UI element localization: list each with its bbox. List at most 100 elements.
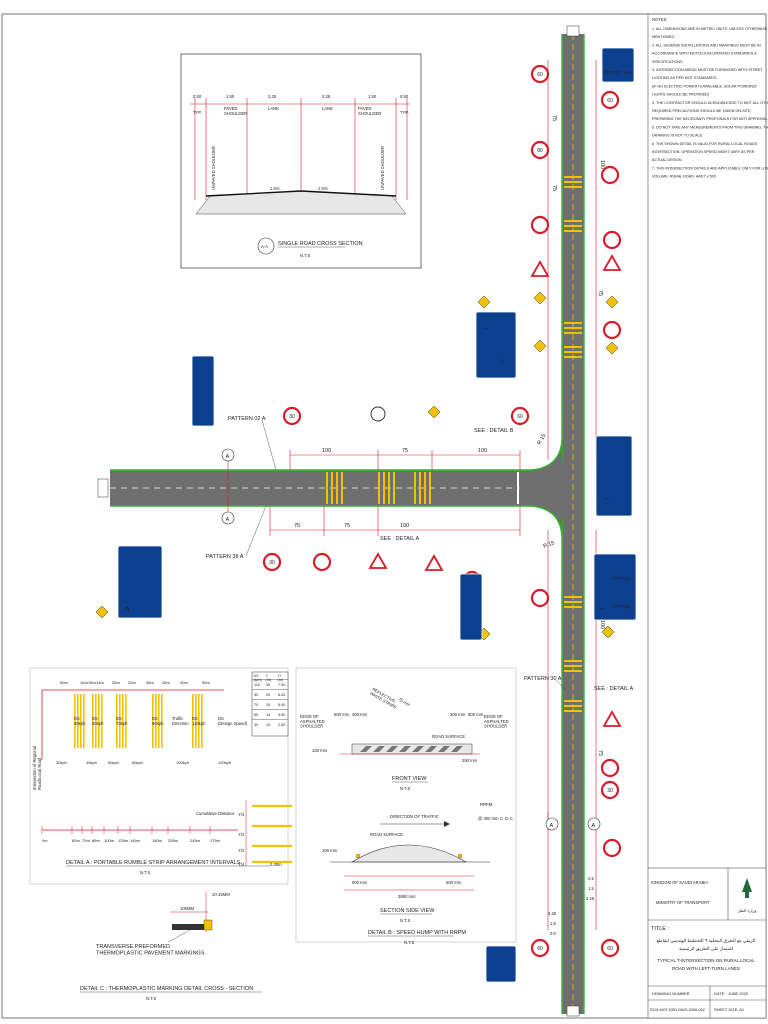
rumble-strip xyxy=(125,694,127,748)
direction-sign-icon xyxy=(370,406,386,422)
vert-75a: 75 xyxy=(551,115,557,121)
vert-75b: 75 xyxy=(551,185,557,191)
dim-3850: 3850 mm xyxy=(398,894,416,899)
hump-stripe xyxy=(360,746,372,752)
distance-label: 20m xyxy=(128,680,136,685)
diamond-warning-icon xyxy=(601,625,615,639)
rumble-strip xyxy=(161,694,163,748)
speed-limit-sign-icon xyxy=(602,320,622,340)
table-header: Y(m) xyxy=(266,674,271,682)
no-overtaking-sign-icon xyxy=(530,588,550,608)
detail-a-strip-pattern xyxy=(252,804,292,864)
speed-label: 100kph xyxy=(176,760,189,765)
table-cell: 3.50 xyxy=(278,713,285,717)
distance-label: 35m xyxy=(146,680,154,685)
notes-list: 1. ALL DIMENSIONS ARE IN METRIC UNITS, U… xyxy=(652,27,768,179)
speed-label: 120kph xyxy=(218,760,231,765)
rumble-strip xyxy=(98,694,100,748)
speed-limit-sign-icon xyxy=(530,64,550,84)
table-cell: 30 xyxy=(266,683,270,687)
notes-panel: NOTES 1. ALL DIMENSIONS ARE IN METRIC UN… xyxy=(647,14,768,868)
rumble-strip xyxy=(101,694,103,748)
warning-sign-icon xyxy=(424,554,444,571)
rumble-strip xyxy=(192,694,194,748)
no-overtaking-sign-icon xyxy=(312,552,332,572)
side-view-label: SECTION SIDE VIEW xyxy=(380,908,435,914)
speed-limit-sign-icon xyxy=(600,165,620,185)
guide-sign-south xyxy=(593,553,637,621)
ds-label: DS(Design Speed) xyxy=(218,716,248,726)
drawing-number: RCH-MOT-RSD-DWG-2006-052 xyxy=(650,1008,705,1012)
rumble-strip xyxy=(119,694,121,748)
speed-limit-sign-icon xyxy=(530,938,550,958)
vert-75d: 75 xyxy=(597,750,603,756)
rumble-strip xyxy=(80,694,82,748)
note-line: 4. THE CONTRACTOR SHOULD ACKNOWLEDGE TO … xyxy=(652,101,768,105)
speed-limit-sign-icon xyxy=(530,140,550,160)
ministry-logo: وزارة النقل xyxy=(734,874,760,913)
speed-label: 80kph xyxy=(132,760,143,765)
dim-100mm-side: 100 mm xyxy=(322,848,338,853)
dim-300-left: 300 mm xyxy=(352,712,368,717)
y-label-1: Y/4 xyxy=(238,812,245,817)
speed-limit-sign-icon xyxy=(510,406,530,426)
xs-unpaved-right: UNPAVED SHOULDER xyxy=(380,146,385,190)
detail-c-title: DETAIL C : THERMOPLASTIC MARKING DETAIL … xyxy=(80,986,253,992)
distance-label: 10m xyxy=(80,680,88,685)
cumulative-label: 275m xyxy=(210,838,221,843)
diamond-warning-icon xyxy=(605,341,619,355)
note-line: VOLUME- RURAL ROAD. AADT ≤ 500 xyxy=(652,175,716,179)
dim-600-left: 600 mm xyxy=(334,712,350,717)
note-line: ACCORDANCE WITH MUTCD-KSA UPDATED STANDA… xyxy=(652,52,757,56)
distance-label: 25m xyxy=(162,680,170,685)
pattern-02a: PATTERN 02 A xyxy=(228,416,266,422)
rumble-strip xyxy=(195,694,197,748)
rumble-strip xyxy=(155,694,157,748)
xs-pavement xyxy=(205,190,397,197)
table-header: DS(kph) xyxy=(254,674,262,682)
note-line: LIGHTING AS PER MOT STANDARDS xyxy=(652,76,717,80)
xs-slope-right: 1.5% xyxy=(318,186,328,191)
detail-b-scale: N.T.S xyxy=(404,940,414,945)
vert-75c: 75 xyxy=(597,290,603,296)
dim-75-top: 75 xyxy=(402,448,408,454)
distance-label: 16m xyxy=(88,680,96,685)
title-block: KINGDOM OF SAUDI ARABIA MINISTRY OF TRAN… xyxy=(647,867,767,1019)
sheet-size: SHEET SIZE: A1 xyxy=(714,1007,745,1012)
cumulative-label: 125m xyxy=(118,838,129,843)
direction-label: DIRECTION OF TRAFFIC xyxy=(390,814,439,819)
limit-30-text: 30 xyxy=(607,788,613,794)
cumulative-label: 86m xyxy=(92,838,100,843)
note-line: 3. INTERSECTION AREAS MUST BE FURNISHED … xyxy=(652,68,764,72)
radius-bot: R 15 xyxy=(543,540,556,550)
distance-label: 60m xyxy=(60,680,68,685)
y-label-2: Y/4 xyxy=(238,832,245,837)
distance-label: 25m xyxy=(112,680,120,685)
xs-unpaved-left: UNPAVED SHOULDER xyxy=(211,146,216,190)
detail-c-dim-top: 10-15MM xyxy=(212,892,230,897)
minor-road xyxy=(110,470,570,506)
drawing-number-label: DRAWING NUMBER xyxy=(652,991,690,996)
hump-stripe xyxy=(425,746,437,752)
note-line: 5. DO NOT TAKE ANY MEASUREMENTS FROM THI… xyxy=(652,125,768,129)
road-surface-label: ROAD SURFACE xyxy=(432,734,465,739)
section-marker-top xyxy=(221,448,235,462)
xs-slope-left: 1.5% xyxy=(270,186,280,191)
dim-300-right: 300 mm xyxy=(450,712,466,717)
table-frame xyxy=(251,671,289,737)
table-cell: 2.50 xyxy=(278,723,285,727)
detail-c-scale: N.T.S xyxy=(146,996,156,1001)
limit-60-text: 60 xyxy=(537,72,543,78)
note-line: MENTIONED. xyxy=(652,35,675,39)
speed-limit-sign-icon xyxy=(600,938,620,958)
guide-sign-south-end xyxy=(485,945,517,983)
dim-600-right: 600 mm xyxy=(468,712,484,717)
cross-section-detail: 0.50 TYP. 1.50 3.25 3.25 1.50 0.50 TYP. … xyxy=(180,53,422,269)
